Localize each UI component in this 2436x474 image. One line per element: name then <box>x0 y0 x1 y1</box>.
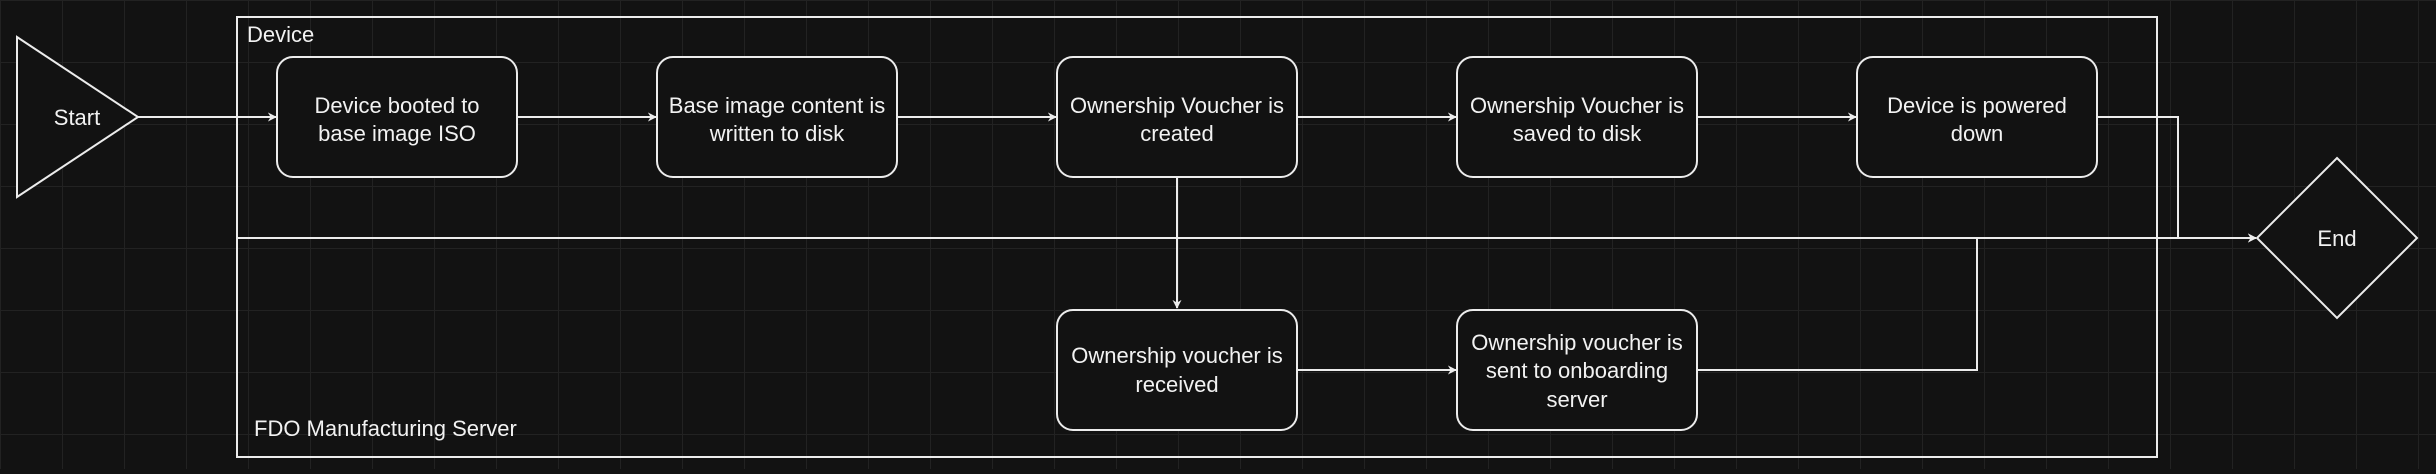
node-base-image-written-line-1: Base image content is <box>669 93 885 118</box>
node-device-booted-box <box>276 56 518 178</box>
node-device-booted-line-2: base image ISO <box>318 121 476 146</box>
lane-manufacturing-server-label: FDO Manufacturing Server <box>254 416 517 441</box>
node-device-powered-down: Device is powered down <box>1856 56 2098 178</box>
node-base-image-written-box <box>656 56 898 178</box>
node-voucher-sent-line-2: sent to onboarding <box>1486 358 1668 383</box>
node-voucher-saved-box <box>1456 56 1698 178</box>
node-device-booted-line-1: Device booted to <box>314 93 479 118</box>
node-voucher-created: Ownership Voucher is created <box>1056 56 1298 178</box>
node-voucher-saved-line-2: saved to disk <box>1513 121 1642 146</box>
lane-device-label: Device <box>247 22 314 47</box>
node-device-powered-down-line-2: down <box>1951 121 2004 146</box>
node-voucher-sent-line-1: Ownership voucher is <box>1471 330 1683 355</box>
start-node: Start <box>16 35 140 199</box>
start-label: Start <box>54 105 100 130</box>
end-label: End <box>2317 226 2356 251</box>
node-device-booted: Device booted to base image ISO <box>276 56 518 178</box>
start-triangle <box>16 35 140 199</box>
end-node: End <box>2255 156 2419 320</box>
node-device-powered-down-box <box>1856 56 2098 178</box>
node-voucher-received: Ownership voucher is received <box>1056 309 1298 431</box>
node-voucher-created-line-2: created <box>1140 121 1213 146</box>
node-voucher-created-line-1: Ownership Voucher is <box>1070 93 1284 118</box>
node-voucher-sent: Ownership voucher is sent to onboarding … <box>1456 309 1698 431</box>
lane-manufacturing-server-border <box>236 237 2158 458</box>
node-voucher-received-line-1: Ownership voucher is <box>1071 343 1283 368</box>
node-voucher-received-line-2: received <box>1135 372 1218 397</box>
node-voucher-saved-line-1: Ownership Voucher is <box>1470 93 1684 118</box>
edges <box>138 112 2257 375</box>
lane-manufacturing-server: FDO Manufacturing Server <box>236 237 2158 458</box>
node-base-image-written: Base image content is written to disk <box>656 56 898 178</box>
node-voucher-saved: Ownership Voucher is saved to disk <box>1456 56 1698 178</box>
node-base-image-written-line-2: written to disk <box>709 121 845 146</box>
node-voucher-sent-line-3: server <box>1546 387 1607 412</box>
edge-sent-to-end <box>1698 233 2257 371</box>
node-voucher-received-box <box>1056 309 1298 431</box>
node-voucher-created-box <box>1056 56 1298 178</box>
node-device-powered-down-line-1: Device is powered <box>1887 93 2067 118</box>
edge-powered-to-end <box>2098 116 2257 243</box>
node-voucher-sent-box <box>1456 309 1698 431</box>
end-diamond <box>2255 156 2419 320</box>
